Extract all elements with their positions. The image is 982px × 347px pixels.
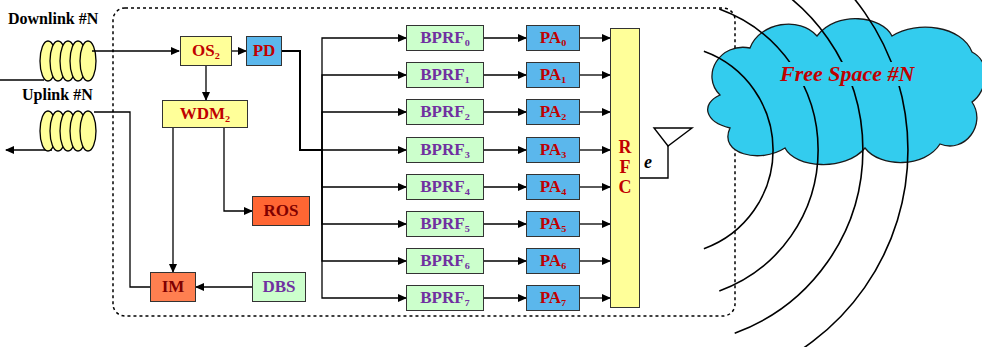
free-space-cloud: Free Space #N [700, 0, 982, 347]
cloud-outline [700, 0, 982, 347]
node-label: PA₄ [540, 178, 567, 197]
bandpass-filter: BPRF₅ [406, 211, 484, 237]
signal-arrow [580, 37, 610, 38]
power-amplifier: PA₆ [526, 248, 580, 274]
signal-arrow [580, 111, 610, 112]
node-label: RFC [616, 138, 634, 197]
signal-arrow [282, 51, 406, 298]
bandpass-filter: BPRF₄ [406, 174, 484, 200]
bandpass-filter: BPRF₆ [406, 248, 484, 274]
node-label: PA₀ [540, 29, 567, 48]
radiation-wave [750, 0, 908, 347]
power-amplifier: PA₃ [526, 137, 580, 163]
port-label: e [644, 152, 652, 173]
modulator-box: IM [150, 272, 196, 302]
uplink-fiber-coil [6, 111, 150, 287]
signal-arrow [196, 286, 252, 287]
signal-arrow [484, 223, 526, 224]
bandpass-filter: BPRF₇ [406, 285, 484, 311]
photodetector: PD [246, 36, 282, 66]
power-amplifier: PA₀ [526, 25, 580, 51]
ros-box: ROS [252, 196, 310, 226]
signal-arrow [224, 128, 252, 211]
signal-arrow [580, 74, 610, 75]
power-amplifier: PA₁ [526, 62, 580, 88]
radiation-wave [735, 0, 863, 333]
power-amplifier: PA₄ [526, 174, 580, 200]
fiber-label: Uplink #N [22, 86, 93, 104]
radiation-wave [719, 9, 818, 291]
rf-combiner: RFC [610, 28, 640, 308]
dbs-box: DBS [252, 272, 306, 302]
downlink-fiber-coil [0, 41, 179, 81]
bandpass-filter: BPRF₁ [406, 62, 484, 88]
signal-arrow [484, 297, 526, 298]
node-label: BPRF₀ [420, 29, 469, 48]
signal-arrow [580, 260, 610, 261]
signal-arrow [484, 186, 526, 187]
node-label: BPRF₁ [420, 66, 469, 85]
node-label: BPRF₂ [420, 103, 469, 122]
signal-arrow [205, 66, 206, 100]
bandpass-filter: BPRF₀ [406, 25, 484, 51]
node-label: PA₃ [540, 141, 567, 160]
node-label: PA₂ [540, 103, 567, 122]
fiber-label: Downlink #N [8, 10, 98, 28]
wdm-box: WDM₂ [162, 100, 248, 128]
node-label: ROS [264, 202, 299, 221]
node-label: BPRF₄ [420, 178, 469, 197]
node-label: PA₆ [540, 252, 567, 271]
node-label: PA₅ [540, 215, 567, 234]
node-label: BPRF₇ [420, 289, 469, 308]
power-amplifier: PA₂ [526, 99, 580, 125]
signal-arrow [484, 111, 526, 112]
bandpass-filter: BPRF₂ [406, 99, 484, 125]
node-label: WDM₂ [180, 105, 230, 124]
node-label: DBS [262, 278, 295, 297]
node-label: BPRF₅ [420, 215, 469, 234]
signal-arrow [580, 297, 610, 298]
optical-splitter: OS₂ [180, 36, 232, 66]
signal-arrow [580, 223, 610, 224]
node-label: IM [162, 278, 185, 297]
power-amplifier: PA₅ [526, 211, 580, 237]
signal-arrow [172, 128, 173, 272]
signal-arrow [484, 74, 526, 75]
node-label: PA₁ [540, 66, 567, 85]
node-label: BPRF₆ [420, 252, 469, 271]
signal-arrow [580, 149, 610, 150]
dashed-enclosure [113, 8, 735, 316]
radiation-wave [704, 51, 773, 248]
node-label: BPRF₃ [420, 141, 469, 160]
node-label: Free Space #N [778, 62, 916, 86]
power-amplifier: PA₇ [526, 285, 580, 311]
signal-arrow [484, 260, 526, 261]
bandpass-filter: BPRF₃ [406, 137, 484, 163]
cloud-shape [708, 19, 982, 165]
signal-arrow [580, 186, 610, 187]
node-label: PA₇ [540, 289, 567, 308]
node-label: OS₂ [192, 42, 220, 61]
antenna [640, 128, 692, 178]
signal-arrow [484, 149, 526, 150]
signal-arrow [484, 37, 526, 38]
node-label: PD [253, 42, 276, 61]
signal-arrow [232, 50, 246, 51]
